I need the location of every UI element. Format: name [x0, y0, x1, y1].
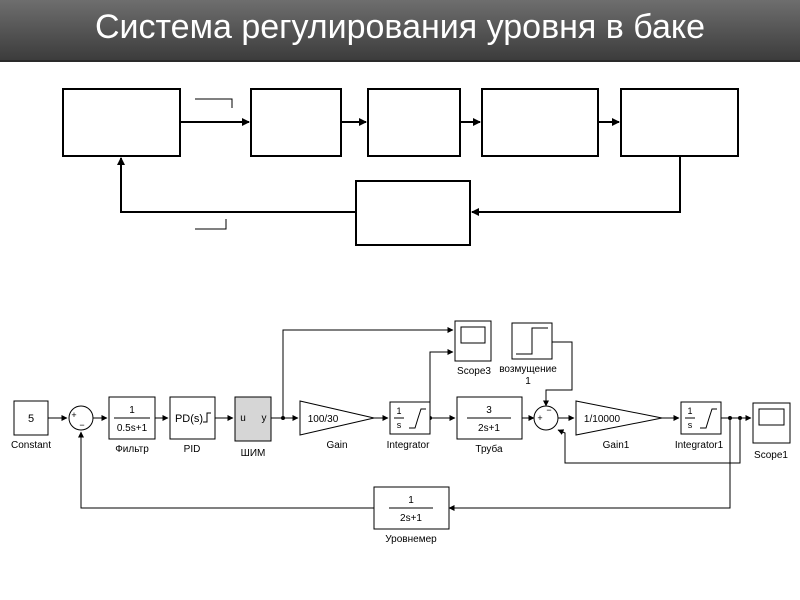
wire-integrator-scope3 — [429, 349, 454, 418]
top-block-3 — [367, 88, 461, 157]
pid-block[interactable]: PD(s) PID — [169, 396, 216, 455]
gain-block[interactable]: 100/30 Gain — [299, 400, 375, 451]
constant-label: Constant — [11, 440, 51, 451]
disturbance-label: возмущение — [499, 364, 557, 375]
gain-value: 100/30 — [308, 414, 339, 425]
gain-label: Gain — [326, 440, 347, 451]
integrator-block[interactable]: 1 s Integrator — [387, 401, 431, 451]
sum1-plus: + — [71, 410, 76, 420]
integrator1-denominator: s — [688, 420, 693, 430]
pipe-denominator: 2s+1 — [478, 423, 500, 434]
gain1-value: 1/10000 — [584, 414, 621, 425]
integrator1-block[interactable]: 1 s Integrator1 — [675, 401, 724, 451]
integrator-denominator: s — [397, 420, 402, 430]
pwm-output: y — [262, 413, 267, 424]
pid-text: PD(s) — [175, 413, 203, 425]
simulink-model: 5 Constant + − 1 0.5s+1 Фильтр PD(s) PID — [11, 320, 791, 545]
top-block-1 — [62, 88, 181, 157]
scope3-label: Scope3 — [457, 366, 491, 377]
pid-saturation-icon — [203, 412, 211, 423]
gain1-block[interactable]: 1/10000 Gain1 — [575, 400, 663, 451]
signal-label-stub-bottom — [195, 219, 227, 230]
top-block-5 — [620, 88, 739, 157]
sum1-minus: − — [79, 420, 84, 430]
constant-value: 5 — [28, 413, 34, 425]
scope1-label: Scope1 — [754, 450, 788, 461]
level-meter-numerator: 1 — [408, 495, 414, 506]
wire-junction-pwm — [281, 416, 285, 420]
pwm-label: ШИМ — [241, 448, 266, 459]
top-feedback-out — [117, 157, 356, 213]
sum2-minus: − — [546, 405, 551, 415]
wire-junction-integrator1-a — [738, 416, 742, 420]
pid-label: PID — [184, 444, 201, 455]
wire-integrator1-level — [448, 418, 731, 511]
constant-block[interactable]: 5 Constant — [11, 400, 51, 451]
disturbance-block[interactable]: возмущение 1 — [499, 322, 557, 387]
top-block-2 — [250, 88, 342, 157]
signal-label-stub-top — [195, 98, 233, 108]
pipe-label: Труба — [475, 443, 503, 455]
filter-denominator: 0.5s+1 — [117, 423, 148, 434]
integrator1-label: Integrator1 — [675, 440, 724, 451]
step-icon — [516, 327, 548, 355]
integrator1-limit-icon — [700, 408, 717, 429]
page-title: Система регулирования уровня в баке — [94, 8, 706, 46]
title-bar — [0, 0, 800, 62]
wire-level-sum1 — [78, 431, 374, 509]
filter-block[interactable]: 1 0.5s+1 Фильтр — [108, 396, 156, 455]
level-meter-label: Уровнемер — [385, 534, 437, 545]
pwm-block[interactable]: u y ШИМ — [234, 396, 272, 459]
block-diagram — [62, 88, 739, 246]
sum2-plus: + — [537, 413, 542, 423]
sum2-block[interactable]: + − — [533, 405, 559, 431]
level-meter-block[interactable]: 1 2s+1 Уровнемер — [373, 486, 450, 545]
top-block-4 — [481, 88, 599, 157]
sum1-block[interactable]: + − — [68, 405, 94, 431]
integrator1-numerator: 1 — [687, 406, 692, 416]
integrator-limit-icon — [409, 408, 426, 429]
scope3-block[interactable]: Scope3 — [454, 320, 492, 377]
top-feedback-in — [471, 156, 681, 216]
wire-pwm-scope3 — [282, 327, 454, 418]
top-block-feedback — [355, 180, 471, 246]
wire-junction-integrator1-b — [728, 416, 732, 420]
pipe-numerator: 3 — [486, 405, 492, 416]
integrator-numerator: 1 — [396, 406, 401, 416]
gain1-label: Gain1 — [603, 440, 630, 451]
integrator-label: Integrator — [387, 440, 430, 451]
wire-integrator1-sum2-feedback — [557, 418, 741, 464]
pipe-block[interactable]: 3 2s+1 Труба — [456, 396, 523, 455]
pwm-input: u — [240, 413, 246, 424]
level-meter-denominator: 2s+1 — [400, 513, 422, 524]
filter-numerator: 1 — [129, 405, 135, 416]
filter-label: Фильтр — [115, 444, 149, 455]
wire-disturbance-sum2 — [543, 341, 573, 407]
disturbance-label-index: 1 — [525, 376, 531, 387]
scope1-block[interactable]: Scope1 — [752, 402, 791, 461]
